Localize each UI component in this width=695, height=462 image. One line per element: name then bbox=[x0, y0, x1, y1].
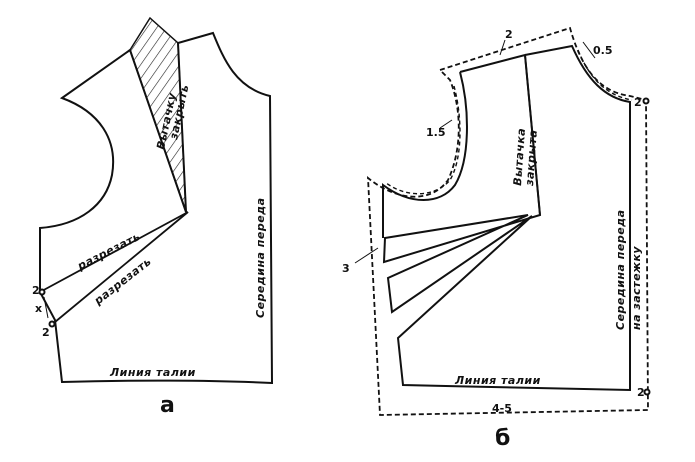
tick-armhole bbox=[439, 119, 453, 129]
seam-allowance-outline bbox=[366, 26, 649, 416]
waist-line-label-b: Линия талии bbox=[454, 374, 541, 387]
bodice-b-outline bbox=[382, 44, 631, 392]
seam-cf-top-label: 2 bbox=[634, 96, 642, 109]
tick-shoulder bbox=[499, 39, 506, 56]
center-front-label-b-1: Середина переда bbox=[614, 209, 627, 330]
cut-line-lower bbox=[54, 211, 189, 323]
closed-dart-hatch bbox=[129, 16, 187, 213]
cut-line-upper bbox=[39, 211, 189, 293]
cf-mark-bottom bbox=[643, 388, 651, 396]
tick-neck bbox=[582, 41, 596, 59]
seam-cf-bottom-label: 2 bbox=[637, 386, 645, 399]
caption-b: б bbox=[495, 426, 510, 451]
caption-a: а bbox=[160, 393, 175, 418]
seam-neck-label: 0.5 bbox=[593, 44, 613, 57]
seam-armhole-label: 1.5 bbox=[426, 126, 446, 139]
mark-arrow bbox=[43, 296, 49, 319]
center-front-label-a: Середина переда bbox=[254, 197, 267, 318]
dart-closed-label-b-1: Вытачка bbox=[511, 127, 528, 186]
figure-b bbox=[354, 26, 651, 416]
tick-side bbox=[354, 247, 379, 264]
mark-point-top bbox=[38, 288, 46, 296]
seam-bottom-label: 4-5 bbox=[492, 402, 512, 415]
center-front-label-b-2: на застежку bbox=[630, 246, 643, 330]
bodice-a-outline bbox=[39, 31, 274, 385]
dart-line-b bbox=[524, 54, 541, 216]
mark-point-bottom bbox=[48, 320, 56, 328]
seam-allowance-neck bbox=[577, 49, 633, 101]
seam-side-label: 3 bbox=[342, 262, 350, 275]
dart-closed-label-b-2: закрыта bbox=[523, 129, 540, 187]
waist-line-label-a: Линия талии bbox=[109, 366, 196, 379]
figure-a-labels: Вытачку закрыть разрезать разрезать Сере… bbox=[32, 83, 267, 418]
mark-label-x: x bbox=[35, 302, 42, 315]
mark-label-bottom: 2 bbox=[42, 326, 50, 339]
figure-a bbox=[38, 16, 274, 385]
seam-allowance-armhole bbox=[384, 85, 461, 195]
seam-shoulder-label: 2 bbox=[505, 28, 513, 41]
mark-label-top: 2 bbox=[32, 284, 40, 297]
cf-mark-top bbox=[642, 97, 650, 105]
figure-b-labels: 2 0.5 1.5 3 4-5 2 2 Вытачка закрыта Сере… bbox=[342, 28, 645, 451]
